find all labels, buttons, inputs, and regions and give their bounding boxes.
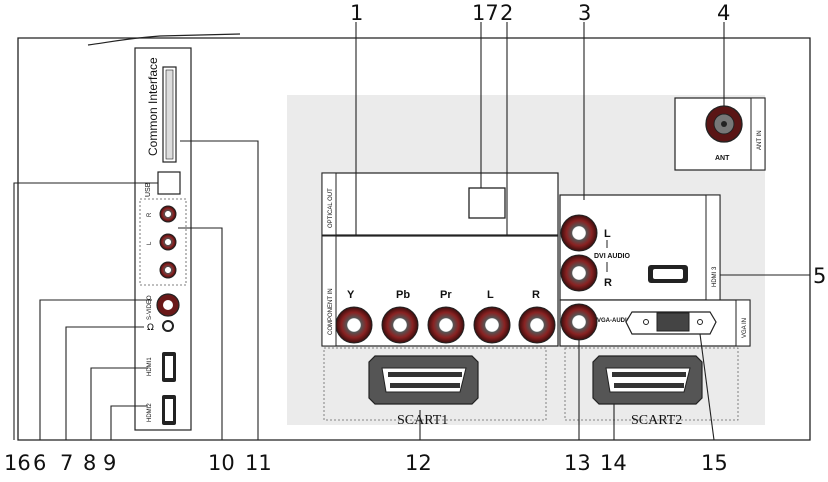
- component-pb-label: Pb: [396, 289, 410, 301]
- callout-10: 10: [208, 451, 235, 475]
- optical-out-port: [468, 187, 506, 219]
- ant-label: ANT: [715, 155, 730, 162]
- dvi-audio-label: DVI AUDIO: [594, 253, 630, 260]
- optical-out-panel: [321, 172, 559, 236]
- callout-1: 1: [350, 1, 363, 25]
- side-audio-r-jack: [159, 205, 177, 223]
- scart1-pins: [388, 372, 462, 388]
- optical-out-tab: [321, 172, 337, 236]
- component-in-label: COMPONENT IN: [328, 288, 334, 335]
- callout-3: 3: [578, 1, 591, 25]
- component-y-label: Y: [347, 289, 355, 301]
- hdmi2-port-inner: [165, 399, 173, 421]
- callout-6: 6: [33, 451, 46, 475]
- common-interface-label: Common Interface: [146, 57, 160, 156]
- headphone-icon: Ω: [147, 323, 154, 333]
- tv-edge-curve: [87, 33, 241, 46]
- component-pr-jack: [427, 306, 465, 344]
- callout-12: 12: [405, 451, 432, 475]
- callout-9: 9: [103, 451, 116, 475]
- s-video-pins: [163, 300, 173, 310]
- side-leader-lines: [13, 140, 259, 440]
- dvi-r-label: R: [604, 277, 612, 289]
- dvi-audio-r-jack: [560, 254, 598, 292]
- component-l-label: L: [487, 289, 494, 301]
- usb-port: [157, 171, 181, 195]
- callout-11: 11: [245, 451, 272, 475]
- callout-2: 2: [500, 1, 513, 25]
- callout-7: 7: [60, 451, 73, 475]
- scart1-connector-inner: [381, 367, 467, 393]
- ant-in-tab: [750, 97, 766, 171]
- top-leader-lines: [355, 22, 810, 441]
- ant-jack-pin: [721, 121, 727, 127]
- tv-outline: [17, 37, 811, 441]
- side-video-jack: [159, 261, 177, 279]
- component-r-jack: [518, 306, 556, 344]
- scart1-box: [323, 347, 547, 421]
- callout-13: 13: [564, 451, 591, 475]
- scart2-box: [564, 347, 739, 421]
- scart1-label: SCART1: [397, 413, 448, 428]
- scart2-connector-inner: [605, 367, 691, 393]
- ant-in-label: ANT IN: [757, 130, 763, 150]
- vga-connector: [656, 312, 690, 332]
- s-video-label: S-VIDEO: [147, 295, 153, 320]
- vga-screw-left: [643, 319, 649, 325]
- vga-audio-jack: [560, 303, 598, 341]
- component-pb-jack: [381, 306, 419, 344]
- side-av-box: [139, 198, 187, 286]
- side-l-label: L: [147, 241, 153, 245]
- scart2-pins: [612, 372, 686, 388]
- component-y-jack: [335, 306, 373, 344]
- headphone-jack: [162, 320, 174, 332]
- callout-4: 4: [717, 1, 730, 25]
- scart2-label: SCART2: [631, 413, 682, 428]
- hdmi2-label: HDMI2: [147, 403, 153, 422]
- usb-label: USB: [145, 182, 152, 197]
- component-l-jack: [473, 306, 511, 344]
- callout-15: 15: [701, 451, 728, 475]
- optical-out-label: OPTICAL OUT: [328, 188, 334, 228]
- hdmi1-label: HDMI1: [147, 357, 153, 376]
- side-r-label: R: [147, 212, 153, 217]
- dvi-audio-l-jack: [560, 214, 598, 252]
- callout-8: 8: [83, 451, 96, 475]
- vga-in-label: VGA IN: [742, 318, 748, 338]
- dvi-l-label: L: [604, 228, 611, 240]
- vga-screw-right: [697, 319, 703, 325]
- callout-14: 14: [600, 451, 627, 475]
- vga-audio-label: VGA-AUDIO: [597, 318, 632, 324]
- component-pr-label: Pr: [440, 289, 452, 301]
- hdmi3-label: HDMI 3: [712, 266, 718, 287]
- hdmi1-port-inner: [165, 356, 173, 378]
- component-in-tab: [321, 235, 337, 347]
- common-interface-slot-inner: [165, 69, 174, 160]
- side-audio-l-jack: [159, 233, 177, 251]
- callout-16: 16: [4, 451, 31, 475]
- hdmi3-port-inner: [653, 269, 683, 279]
- component-r-label: R: [532, 289, 540, 301]
- callout-17: 17: [472, 1, 499, 25]
- vga-in-tab: [735, 299, 751, 347]
- callout-5: 5: [813, 264, 826, 288]
